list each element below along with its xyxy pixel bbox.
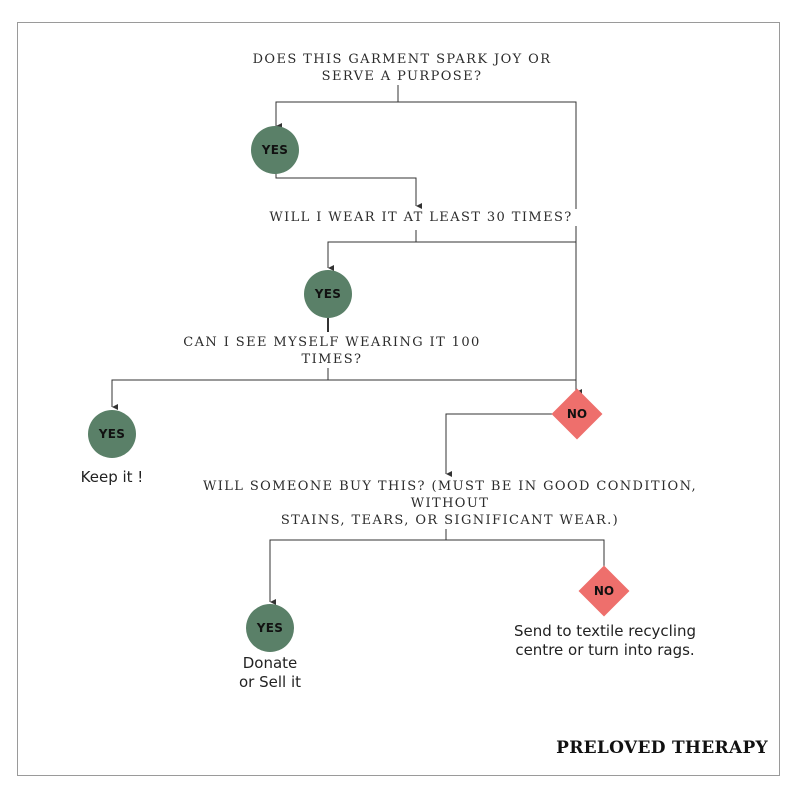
- border-frame: [17, 22, 780, 776]
- connector-yes1-to-q2: [275, 172, 422, 209]
- question-wear-30-times: WILL I WEAR IT AT LEAST 30 TIMES?: [262, 209, 580, 226]
- no-node-1: NO: [551, 388, 603, 440]
- question-spark-joy: DOES THIS GARMENT SPARK JOY OR SERVE A P…: [240, 51, 564, 85]
- no-node-2: NO: [578, 565, 630, 617]
- connector-q4-to-no2: [446, 539, 605, 568]
- yes-node-2: YES: [304, 270, 352, 318]
- connector-q1-to-yes1: [275, 84, 399, 129]
- connector-q3-to-no: [328, 379, 582, 395]
- yes-node-keep: YES: [88, 410, 136, 458]
- yes-node-1: YES: [251, 126, 299, 174]
- connector-q2-to-yes2: [327, 230, 417, 271]
- yes-label: YES: [261, 143, 289, 157]
- outcome-textile-recycling: Send to textile recycling centre or turn…: [513, 622, 697, 659]
- no-label: NO: [593, 584, 615, 598]
- yes-node-donate: YES: [246, 604, 294, 652]
- yes-label: YES: [98, 427, 126, 441]
- question-will-someone-buy: WILL SOMEONE BUY THIS? (MUST BE IN GOOD …: [164, 478, 736, 529]
- yes-label: YES: [256, 621, 284, 635]
- connector-no-to-q4: [445, 413, 552, 477]
- yes-label: YES: [314, 287, 342, 301]
- brand-logo-text: PRELOVED THERAPY: [556, 738, 768, 758]
- question-wear-100-times: CAN I SEE MYSELF WEARING IT 100 TIMES?: [148, 334, 516, 368]
- connector-q1-to-no: [398, 101, 577, 392]
- outcome-donate-or-sell: Donate or Sell it: [238, 654, 301, 691]
- outcome-keep-it: Keep it !: [80, 468, 144, 486]
- no-label: NO: [566, 407, 588, 421]
